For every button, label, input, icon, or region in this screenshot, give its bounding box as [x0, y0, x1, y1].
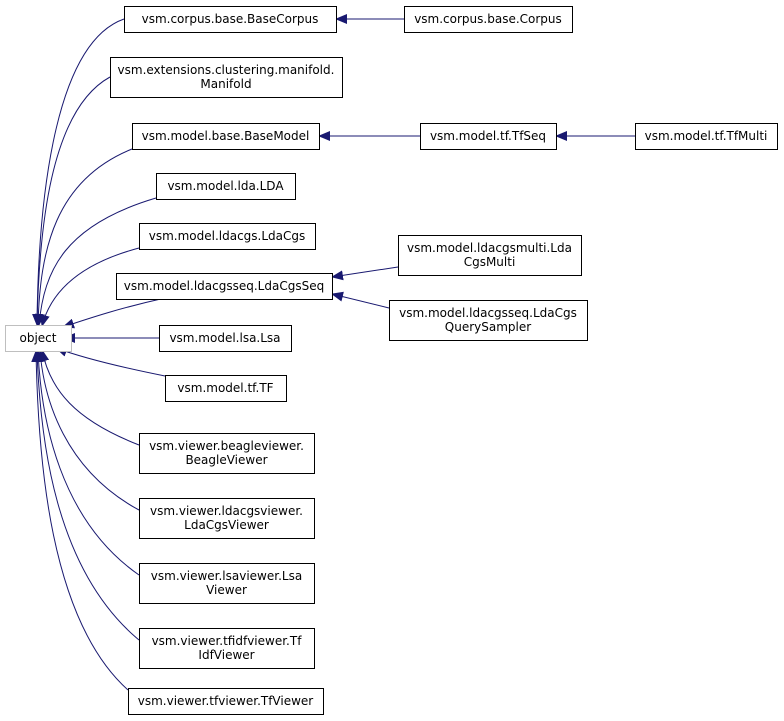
class-node-box — [404, 6, 573, 33]
class-node-box — [116, 273, 333, 300]
edge-manifold-object — [32, 76, 111, 326]
class-node-label: vsm.model.ldacgsseq.LdaCgs — [399, 306, 577, 320]
class-node-label: vsm.viewer.lsaviewer.Lsa — [151, 569, 302, 583]
class-node-label: vsm.model.base.BaseModel — [142, 129, 310, 143]
class-node-box — [139, 433, 315, 474]
class-node-label: IdfViewer — [198, 648, 254, 662]
inheritance-edges — [31, 14, 635, 691]
class-node-label: vsm.model.ldacgs.LdaCgs — [149, 229, 306, 243]
edge-tf-object — [55, 347, 166, 377]
edge-ldacgsviewer-object — [35, 350, 140, 511]
edge-querysampler-ldacgsseq — [331, 291, 390, 309]
class-node-box — [139, 628, 315, 669]
class-node-ldacgsseq[interactable]: vsm.model.ldacgsseq.LdaCgsSeq — [116, 273, 333, 300]
class-node-label: Manifold — [200, 77, 251, 91]
class-node-label: vsm.model.ldacgsseq.LdaCgsSeq — [124, 279, 324, 293]
edge-ldacgsseq-object — [62, 297, 166, 329]
class-node-tfviewer[interactable]: vsm.viewer.tfviewer.TfViewer — [128, 688, 324, 715]
edge-beagleviewer-object — [39, 349, 140, 446]
class-node-ldacgs[interactable]: vsm.model.ldacgs.LdaCgs — [139, 223, 316, 250]
edge-basecorpus-object — [32, 18, 125, 326]
class-node-label: QuerySampler — [445, 320, 531, 334]
class-node-box — [159, 325, 292, 352]
edge-tfviewer-object — [31, 350, 129, 691]
class-node-box — [156, 173, 296, 200]
class-node-box — [139, 223, 316, 250]
class-node-tfseq[interactable]: vsm.model.tf.TfSeq — [420, 123, 557, 150]
edge-lda-object — [35, 197, 157, 326]
class-node-box — [165, 375, 287, 402]
class-node-box — [398, 235, 582, 276]
class-node-box — [110, 57, 343, 98]
class-node-label: vsm.viewer.ldacgsviewer. — [150, 504, 303, 518]
class-node-label: vsm.viewer.beagleviewer. — [149, 439, 304, 453]
class-node-label: BeagleViewer — [185, 453, 267, 467]
class-node-label: vsm.model.tf.TF — [177, 381, 273, 395]
class-node-label: vsm.viewer.tfidfviewer.Tf — [152, 634, 303, 648]
class-node-beagleviewer[interactable]: vsm.viewer.beagleviewer.BeagleViewer — [139, 433, 315, 474]
edge-ldacgs-object — [39, 247, 140, 327]
class-node-box — [128, 688, 324, 715]
class-node-label: vsm.model.lda.LDA — [167, 179, 284, 193]
class-node-label: vsm.viewer.tfviewer.TfViewer — [138, 694, 314, 708]
class-node-box — [124, 6, 337, 33]
class-node-tfmulti[interactable]: vsm.model.tf.TfMulti — [635, 123, 778, 150]
class-node-object[interactable]: object — [5, 325, 72, 352]
class-node-label: vsm.corpus.base.Corpus — [414, 12, 562, 26]
class-node-box — [5, 325, 72, 352]
class-node-corpus[interactable]: vsm.corpus.base.Corpus — [404, 6, 573, 33]
class-node-basemodel[interactable]: vsm.model.base.BaseModel — [132, 123, 320, 150]
class-node-label: vsm.model.ldacgsmulti.Lda — [407, 241, 572, 255]
class-node-ldacgsviewer[interactable]: vsm.viewer.ldacgsviewer.LdaCgsViewer — [139, 498, 315, 539]
class-node-label: CgsMulti — [464, 255, 516, 269]
class-node-box — [139, 498, 315, 539]
edge-tfidfviewer-object — [32, 350, 140, 641]
class-node-box — [420, 123, 557, 150]
class-node-tf[interactable]: vsm.model.tf.TF — [165, 375, 287, 402]
class-node-lsa[interactable]: vsm.model.lsa.Lsa — [159, 325, 292, 352]
class-node-label: LdaCgsViewer — [184, 518, 269, 532]
class-node-box — [132, 123, 320, 150]
class-node-box — [139, 563, 315, 604]
edge-lsaviewer-object — [33, 350, 140, 576]
class-node-label: vsm.model.tf.TfMulti — [645, 129, 768, 143]
class-node-label: vsm.model.tf.TfSeq — [430, 129, 546, 143]
class-node-label: object — [20, 331, 57, 345]
edge-ldacgsmulti-ldacgsseq — [331, 266, 399, 281]
class-node-box — [635, 123, 778, 150]
class-node-label: vsm.corpus.base.BaseCorpus — [142, 12, 319, 26]
class-node-manifold[interactable]: vsm.extensions.clustering.manifold.Manif… — [110, 57, 343, 98]
class-node-basecorpus[interactable]: vsm.corpus.base.BaseCorpus — [124, 6, 337, 33]
class-node-label: vsm.model.lsa.Lsa — [169, 331, 280, 345]
edge-basemodel-object — [33, 148, 133, 326]
class-node-label: Viewer — [206, 583, 247, 597]
class-node-box — [389, 300, 588, 341]
class-node-label: vsm.extensions.clustering.manifold. — [118, 63, 335, 77]
class-node-lda[interactable]: vsm.model.lda.LDA — [156, 173, 296, 200]
